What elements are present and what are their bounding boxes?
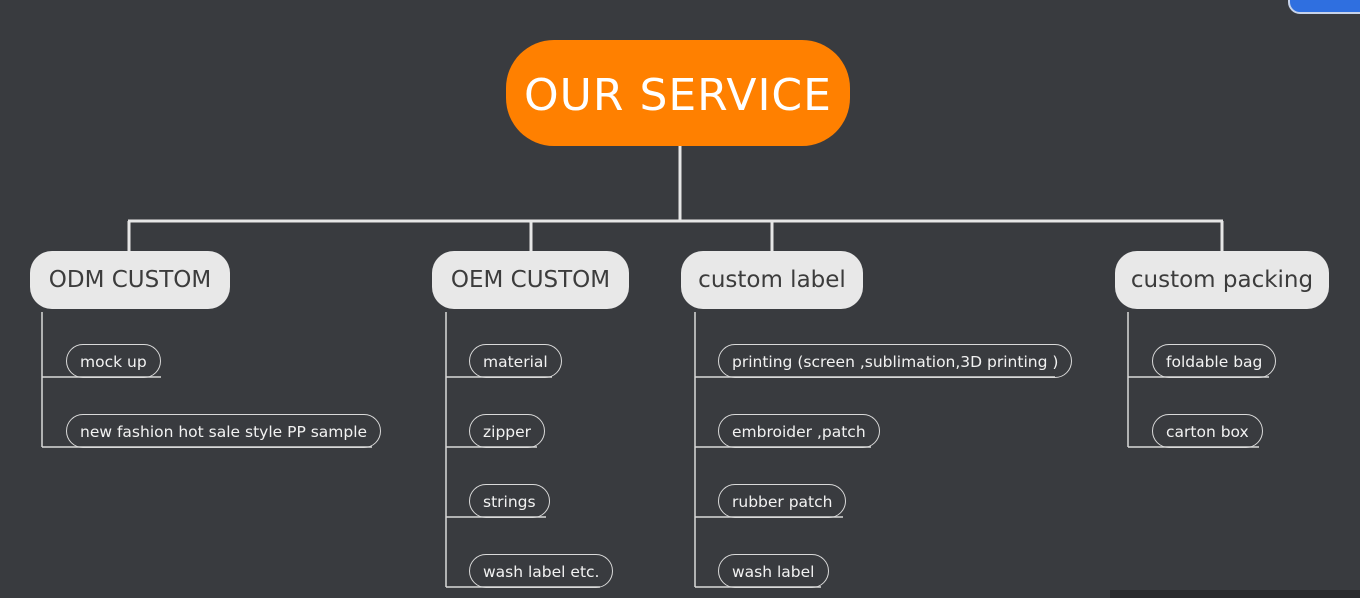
category-oem-custom: OEM CUSTOM bbox=[432, 251, 629, 309]
bottom-edge-bar bbox=[1110, 590, 1360, 598]
item-foldable-bag: foldable bag bbox=[1152, 344, 1277, 378]
category-custom-label: custom label bbox=[681, 251, 863, 309]
item-mock-up: mock up bbox=[66, 344, 161, 378]
item-carton-box: carton box bbox=[1152, 414, 1263, 448]
item-printing: printing (screen ,sublimation,3D printin… bbox=[718, 344, 1073, 378]
category-odm-custom: ODM CUSTOM bbox=[30, 251, 230, 309]
item-strings: strings bbox=[469, 484, 550, 518]
corner-overlay-button[interactable] bbox=[1288, 0, 1360, 14]
item-zipper: zipper bbox=[469, 414, 546, 448]
item-rubber-patch: rubber patch bbox=[718, 484, 847, 518]
item-wash-label-etc: wash label etc. bbox=[469, 554, 614, 588]
item-embroider-patch: embroider ,patch bbox=[718, 414, 880, 448]
item-material: material bbox=[469, 344, 562, 378]
diagram-title: OUR SERVICE bbox=[506, 40, 850, 146]
item-pp-sample: new fashion hot sale style PP sample bbox=[66, 414, 382, 448]
category-custom-packing: custom packing bbox=[1115, 251, 1329, 309]
item-wash-label: wash label bbox=[718, 554, 829, 588]
